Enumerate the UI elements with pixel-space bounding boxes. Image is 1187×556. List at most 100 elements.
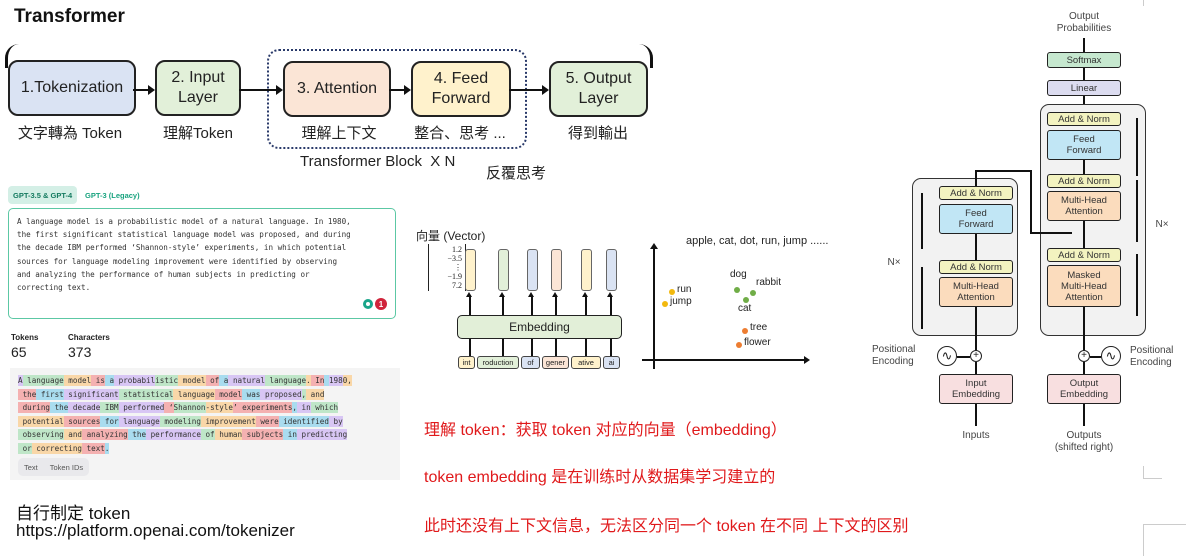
scatter-point-run	[669, 289, 675, 295]
token: the	[127, 429, 147, 441]
stage-feed-forward: 4. Feed Forward	[411, 61, 511, 117]
token: the	[50, 402, 69, 414]
y-axis-arrow-icon	[650, 243, 658, 249]
stage-tokenization: 1.Tokenization	[8, 60, 136, 116]
slide-corner-mark	[1143, 524, 1186, 556]
view-option-text[interactable]: Text	[24, 462, 38, 472]
residual-connector	[921, 267, 923, 329]
token: ’	[232, 402, 238, 414]
scatter-point-tree	[742, 328, 748, 334]
encoder-nx-label: N×	[887, 257, 901, 268]
token: language	[118, 415, 160, 427]
custom-token-note: 自行制定 token	[16, 504, 131, 523]
tokenizer-input-textarea[interactable]: A language model is a probabilistic mode…	[8, 208, 396, 319]
encoder-multi-head-attention: Multi-Head Attention	[939, 277, 1013, 307]
token: were	[255, 415, 279, 427]
token-chip: int	[458, 356, 475, 369]
token-visualization-panel: A language model is a probabilistic mode…	[10, 368, 400, 480]
arrow-up-icon	[552, 292, 558, 315]
view-option-token-ids[interactable]: Token IDs	[49, 462, 84, 472]
connector	[1083, 160, 1085, 174]
token: ,	[347, 375, 352, 386]
connector	[531, 338, 533, 356]
token: improvement	[200, 415, 256, 427]
connector	[957, 356, 970, 358]
token: observing	[18, 429, 64, 441]
note-line: 理解 token：获取 token 对应的向量（embedding）	[424, 422, 787, 439]
token: ,	[301, 388, 307, 400]
decoder-masked-multi-head-attention: Masked Multi-Head Attention	[1047, 265, 1121, 307]
decoder-add-icon: +	[1078, 350, 1090, 362]
encoder-positional-encoding-icon: ∿	[937, 346, 957, 366]
grammar-badge[interactable]: 1	[363, 298, 387, 310]
token: potential	[18, 415, 64, 427]
arrow-up-icon	[607, 292, 613, 315]
transformer-block-label: Transformer Block X N	[300, 153, 456, 170]
stage-caption: 文字轉為 Token	[17, 125, 123, 142]
token: text	[82, 442, 105, 454]
stage-caption: 得到輸出	[567, 125, 628, 142]
token: IBM	[100, 402, 119, 414]
input-text-line: the first significant statistical langua…	[17, 230, 351, 240]
connector	[585, 338, 587, 356]
tokenizer-url[interactable]: https://platform.openai.com/tokenizer	[16, 521, 295, 540]
stage-caption: 整合、思考 ...	[414, 125, 506, 142]
embedding-vector	[581, 249, 592, 291]
token: model	[63, 375, 92, 386]
connector	[975, 362, 977, 374]
input-text-line: the decade IBM performed ‘Shannon-style’…	[17, 243, 347, 253]
y-axis	[653, 246, 655, 369]
arrow-up-icon	[499, 292, 505, 315]
connector	[1090, 356, 1101, 358]
decoder-feed-forward: Feed Forward	[1047, 130, 1121, 160]
token: and	[63, 429, 83, 441]
token: experiments	[237, 402, 293, 414]
residual-connector	[1136, 254, 1138, 316]
repeat-label: 反覆思考	[486, 165, 547, 182]
decoder-positional-encoding-icon: ∿	[1101, 346, 1121, 366]
token: in	[283, 429, 297, 441]
stage-caption: 理解上下文	[301, 125, 377, 142]
stage-label: 5. Output Layer	[565, 70, 632, 107]
stage-output-layer: 5. Output Layer	[549, 61, 648, 117]
token: human	[214, 429, 243, 441]
token: language	[22, 375, 64, 386]
vector-value: −3.5	[447, 254, 462, 263]
scatter-label-jump: jump	[670, 296, 692, 307]
token: language	[264, 375, 307, 386]
connector	[469, 338, 471, 356]
token: first	[36, 388, 64, 400]
embedding-vector	[606, 249, 617, 291]
token-chip: ative	[571, 356, 601, 369]
arrow-up-icon	[582, 292, 588, 315]
token: for	[100, 415, 119, 427]
token-line: the first significant statistical langua…	[18, 388, 394, 402]
token: by	[328, 415, 343, 427]
input-text-line: sources for language modeling improvemen…	[17, 256, 338, 266]
left-bracket	[5, 44, 22, 68]
encoder-add-norm-2: Add & Norm	[939, 186, 1013, 200]
token: significant	[63, 388, 119, 400]
stage-label: 3. Attention	[296, 80, 378, 97]
token: the	[18, 388, 37, 400]
note-line: token embedding 是在训练时从数据集学习建立的	[424, 469, 776, 486]
tab-gpt-3-legacy[interactable]: GPT-3 (Legacy)	[85, 190, 140, 200]
token: natural	[228, 375, 265, 386]
connector	[975, 404, 977, 426]
stage-label: 4. Feed Forward	[431, 70, 491, 107]
token: -style	[205, 402, 233, 414]
tab-gpt-3-5-gpt-4[interactable]: GPT-3.5 & GPT-4	[8, 186, 78, 204]
stage-label: 2. Input Layer	[171, 69, 225, 106]
input-text-line: and analyzing the performance of human s…	[17, 269, 310, 279]
note-line: 此时还没有上下文信息，无法区分同一个 token 在不同 上下文的区别	[424, 518, 909, 535]
vector-value: 1.2	[452, 245, 462, 254]
characters-label: Characters	[68, 333, 110, 342]
connector	[975, 234, 977, 260]
token-line: observing and analyzing the performance …	[18, 428, 394, 442]
transformer-block-frame	[267, 49, 527, 149]
vector-value: 7.2	[452, 281, 462, 290]
token: 0	[342, 375, 348, 386]
outputs-label: Outputs (shifted right)	[1054, 430, 1114, 453]
token: was	[242, 388, 261, 400]
token: istic	[155, 375, 179, 386]
